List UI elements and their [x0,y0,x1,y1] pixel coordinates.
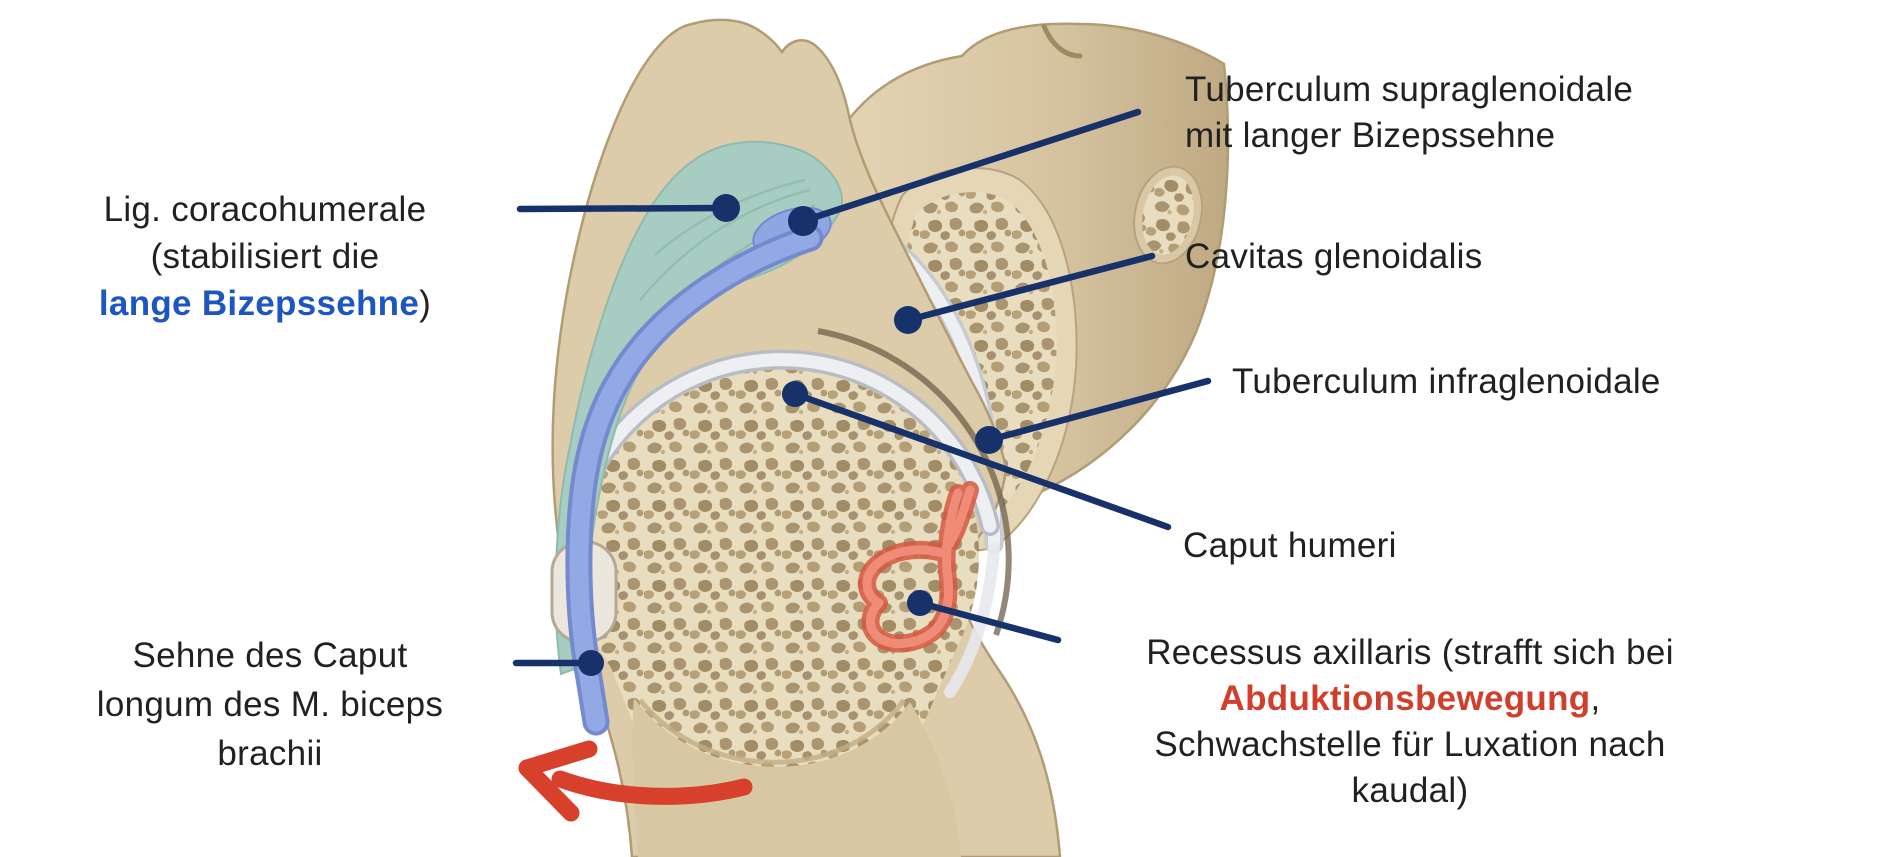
label-cavitas-glenoidalis: Cavitas glenoidalis [1185,237,1483,276]
leader-dot-cavitas-glenoidalis [894,306,922,334]
leader-line-tuberculum-supraglenoidale [799,108,1142,225]
label-line: (stabilisiert die [150,237,380,276]
label-line: Schwachstelle für Luxation nach [1154,725,1666,764]
biceps-tendon-shape [569,228,820,732]
label-line: Recessus axillaris (strafft sich bei [1146,633,1674,672]
capsule-band [944,542,1000,698]
label-line: kaudal) [1351,771,1469,810]
leader-dots [578,194,1003,676]
leader-lines [512,108,1212,667]
abduction-arrow [518,740,753,822]
label-line: longum des M. biceps [96,685,444,724]
label-line: Abduktionsbewegung, [1050,676,1770,722]
leader-line-cavitas-glenoidalis [904,252,1156,324]
acromion-notch-line [1041,23,1083,59]
label-suffix: , [1590,679,1601,718]
highlighted-term-abduktionsbewegung: Abduktionsbewegung [1219,679,1591,718]
label-tuberculum-supraglenoidale: Tuberculum supraglenoidale mit langer Bi… [1185,67,1633,159]
label-recessus-axillaris: Recessus axillaris (strafft sich bei Abd… [1050,630,1770,814]
leader-dot-recessus-axillaris [907,590,933,616]
label-suffix: ) [419,284,432,323]
label-line: Lig. coracohumerale [103,190,427,229]
shaft-inner-line [638,698,907,765]
humeral-head-spongy [577,355,979,757]
label-line: lange Bizepssehne) [40,280,490,327]
label-caput-humeri: Caput humeri [1183,526,1397,565]
label-line: brachii [217,734,323,773]
label-line: Sehne des Caput [132,636,408,675]
label-tuberculum-infraglenoidale: Tuberculum infraglenoidale [1232,362,1661,401]
label-sehne-caput: Sehne des Caput longum des M. biceps bra… [30,631,510,778]
leader-dot-caput-humeri [782,381,808,407]
leader-line-caput-humeri [791,390,1172,531]
leader-dot-lig-coracohumerale [712,194,740,222]
label-lig-coracohumerale: Lig. coracohumerale (stabilisiert die la… [40,186,490,327]
acromion-spongy-inset [1133,165,1203,265]
leader-dot-tuberculum-supraglenoidale [788,206,818,236]
leader-line-lig-coracohumerale [516,204,730,213]
leader-dot-tuberculum-infraglenoidale [975,426,1003,454]
leader-line-recessus-axillaris [916,599,1062,644]
shaft-smooth-bone [632,698,961,857]
label-line: Tuberculum supraglenoidale [1185,70,1634,109]
recessus-highlight-inner [862,485,975,649]
leader-line-tuberculum-infraglenoidale [985,377,1212,444]
leader-dot-sehne-caput [578,650,604,676]
highlighted-term-lange-bizepssehne: lange Bizepssehne [98,284,420,323]
label-line: mit langer Bizepssehne [1185,116,1556,155]
